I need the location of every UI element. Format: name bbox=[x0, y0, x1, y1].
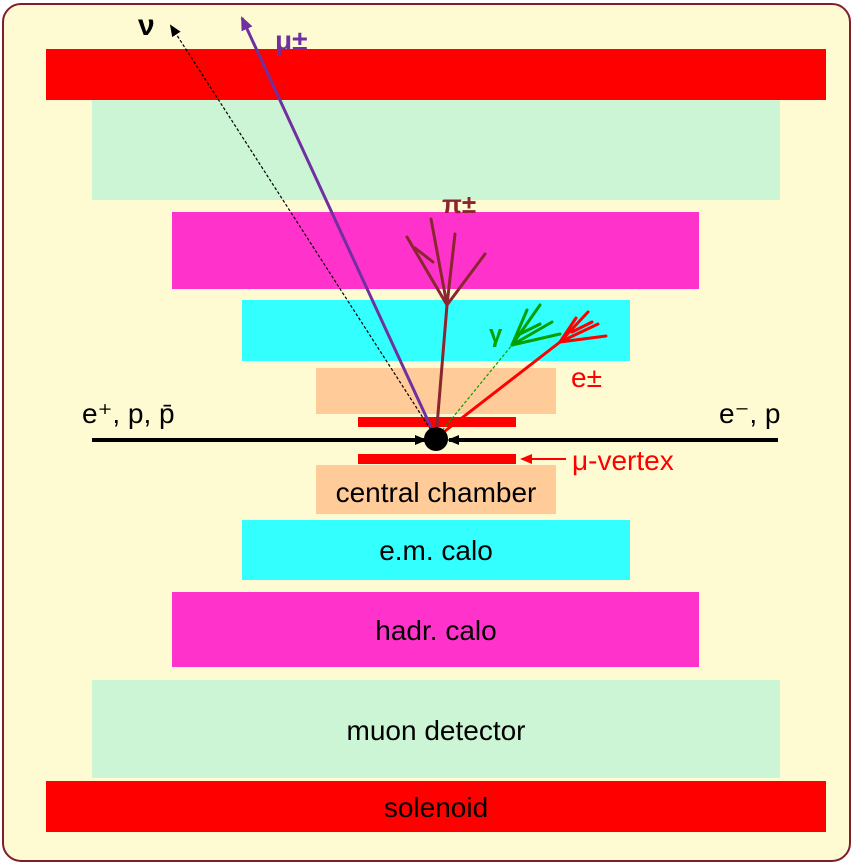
solenoid-top bbox=[46, 49, 826, 100]
solenoid-bottom bbox=[46, 781, 826, 832]
gamma-label: γ bbox=[489, 321, 503, 348]
neutrino-track bbox=[169, 24, 437, 439]
gamma-track bbox=[435, 344, 513, 439]
central-chamber-top bbox=[316, 368, 556, 414]
em-calo-bottom bbox=[242, 520, 630, 580]
hadr-calo-bottom bbox=[172, 592, 699, 667]
muon-track bbox=[240, 16, 438, 439]
muon-detector-label: muon detector bbox=[347, 715, 526, 746]
central-chamber-bottom bbox=[316, 465, 556, 514]
hadr-calo-label: hadr. calo bbox=[375, 615, 496, 646]
beam-left-label: e⁺, p, p̄ bbox=[82, 398, 175, 429]
neutrino-label: ν bbox=[138, 9, 155, 42]
electron-track bbox=[435, 340, 561, 440]
pion-label: π± bbox=[442, 189, 476, 219]
gamma-shower bbox=[510, 303, 562, 347]
muon-label: μ± bbox=[275, 25, 308, 56]
pion-shower bbox=[405, 217, 487, 440]
muon-detector-bottom bbox=[92, 680, 780, 778]
mu-vertex-bottom bbox=[358, 454, 516, 464]
mu-vertex-label: μ-vertex bbox=[572, 445, 674, 476]
solenoid-label: solenoid bbox=[384, 792, 488, 823]
electron-shower bbox=[558, 310, 608, 344]
em-calo-label: e.m. calo bbox=[379, 535, 493, 566]
central-chamber-label: central chamber bbox=[336, 477, 537, 508]
electron-label: e± bbox=[571, 362, 602, 393]
interaction-point-icon bbox=[424, 427, 448, 451]
muon-detector-top bbox=[92, 100, 780, 200]
em-calo-top bbox=[242, 300, 630, 361]
beam-right-label: e⁻, p bbox=[719, 398, 780, 429]
